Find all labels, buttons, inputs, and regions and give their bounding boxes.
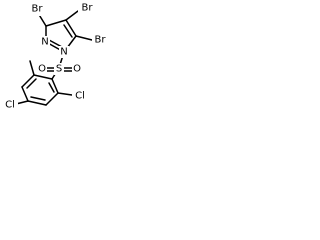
bond-benzene-2 — [21, 74, 35, 88]
atom-br-right: Br — [95, 35, 107, 46]
bond-benzene-3 — [21, 86, 29, 102]
bond-methyl — [29, 60, 35, 76]
bond-benzene-5 — [45, 92, 59, 106]
bond-c-cl-right — [57, 92, 73, 96]
bond-c5-br — [75, 35, 93, 41]
bond-n1-n2-double — [48, 39, 63, 48]
atom-labels: Br Br Br N N S O O Cl Cl — [2, 2, 110, 111]
bond-benzene-2-double — [26, 78, 37, 89]
atom-n2: N — [41, 37, 48, 48]
bond-c4-br — [65, 10, 79, 21]
molecule-structure-diagram: Br Br Br N N S O O Cl Cl — [2, 2, 110, 111]
atom-o-left: O — [38, 64, 46, 75]
bond-benzene-1 — [33, 74, 53, 80]
atom-s: S — [56, 64, 62, 75]
atom-br-top-right: Br — [82, 3, 94, 14]
bond-benzene-4 — [27, 100, 47, 106]
bond-c3-c4 — [45, 19, 67, 27]
bond-c4-c5-double — [63, 24, 73, 38]
bond-benzene-6-double — [48, 82, 55, 93]
atom-br-top-left: Br — [32, 4, 44, 15]
atom-cl-left: Cl — [5, 100, 15, 111]
bond-benzene-4-double — [30, 96, 46, 101]
bond-benzene-6 — [51, 78, 59, 94]
bond-c4-c5 — [65, 19, 77, 37]
atom-o-right: O — [73, 64, 81, 75]
atom-cl-right: Cl — [75, 91, 85, 102]
atom-n1: N — [60, 47, 67, 58]
